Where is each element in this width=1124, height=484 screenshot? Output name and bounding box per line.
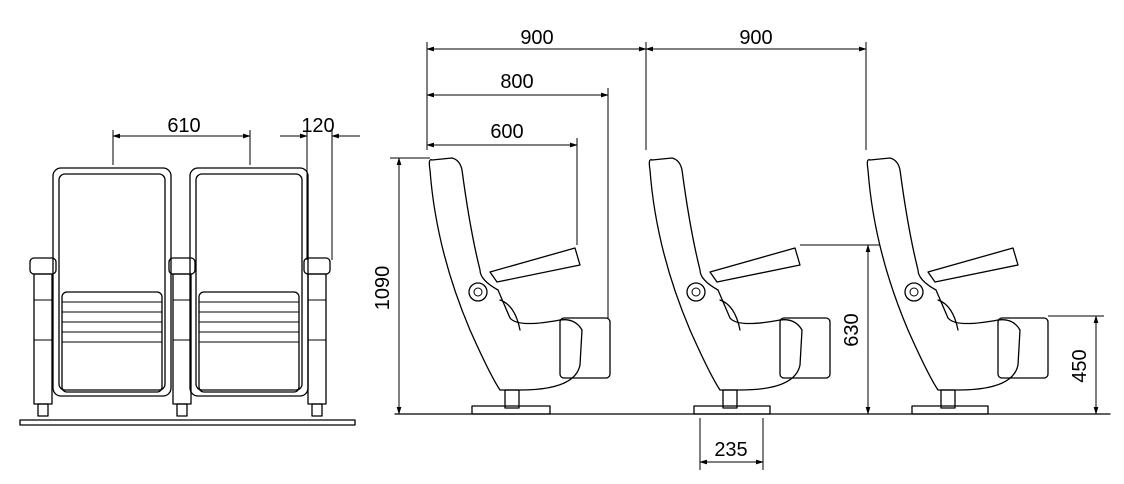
dim-front-seat-width: 610 bbox=[167, 115, 200, 137]
front-seat-right bbox=[189, 167, 309, 397]
side-chair-3 bbox=[866, 157, 1049, 415]
dim-depth-open: 600 bbox=[490, 121, 523, 143]
dim-row-pitch-1: 900 bbox=[520, 27, 553, 49]
dim-front-armrest-width: 120 bbox=[301, 115, 334, 137]
front-armrest-middle bbox=[168, 257, 196, 417]
side-view: 900 900 800 600 1090 630 450 235 bbox=[372, 27, 1111, 470]
front-armrest-left bbox=[29, 257, 57, 417]
dim-overall-height: 1090 bbox=[372, 266, 394, 311]
side-chair-1 bbox=[428, 157, 611, 415]
side-chair-2 bbox=[648, 157, 831, 415]
dim-base-width: 235 bbox=[714, 439, 747, 461]
front-seat-left bbox=[52, 167, 172, 397]
front-view: 610 120 bbox=[19, 115, 360, 426]
dim-seat-height: 450 bbox=[1069, 349, 1091, 382]
dim-row-pitch-2: 900 bbox=[739, 27, 772, 49]
dim-armrest-height: 630 bbox=[841, 313, 863, 346]
dim-depth-folded: 800 bbox=[500, 71, 533, 93]
